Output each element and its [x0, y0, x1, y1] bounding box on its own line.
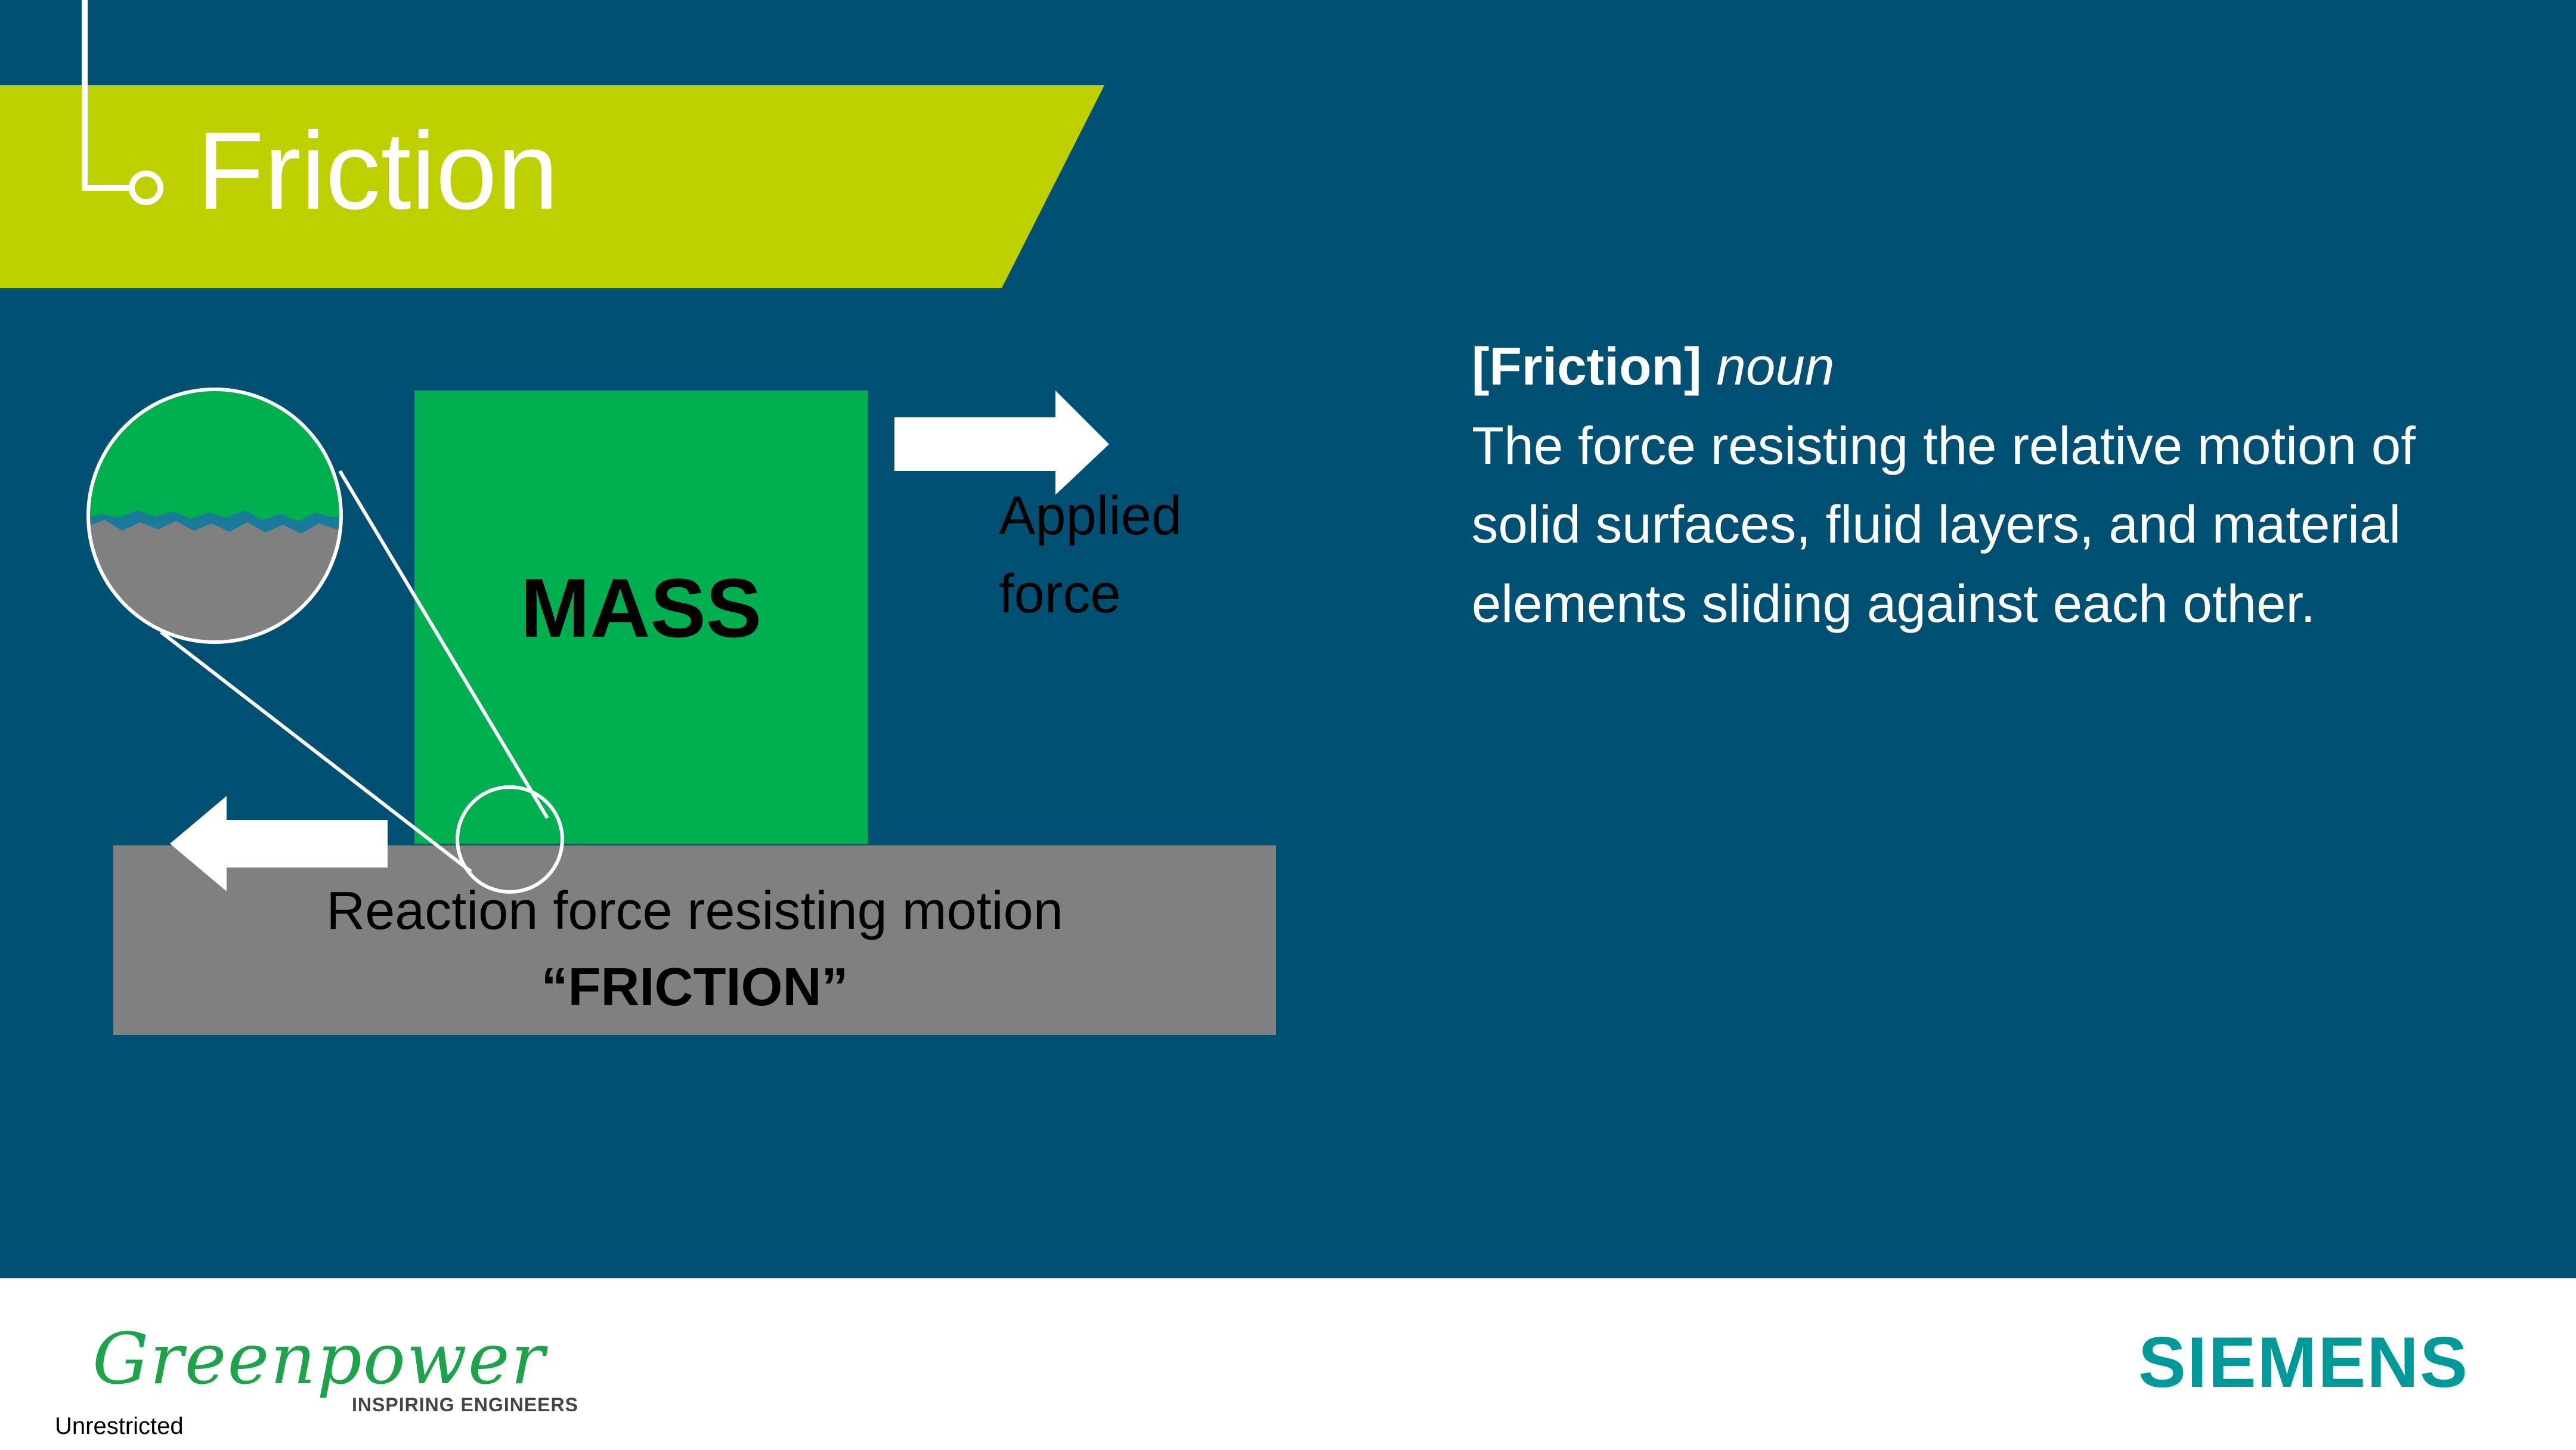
reaction-force-label: Reaction force resisting motion “FRICTIO… — [113, 873, 1276, 1026]
applied-force-label: Applied force — [999, 485, 1182, 624]
friction-force-arrow — [170, 796, 388, 891]
applied-force-arrow — [894, 391, 1109, 495]
greenpower-tagline: INSPIRING ENGINEERS — [352, 1394, 578, 1415]
zoom-target-circle — [456, 785, 564, 894]
definition-text: The force resisting the relative motion … — [1472, 415, 2416, 633]
zoom-lines — [160, 470, 549, 873]
magnified-surface-circle — [88, 389, 341, 642]
siemens-logo: SIEMENS — [2138, 1322, 2469, 1402]
footer — [0, 1278, 2576, 1450]
slide-title: Friction — [197, 110, 559, 233]
ground-surface — [113, 845, 1276, 1035]
title-band — [0, 85, 1104, 288]
classification-label: Unrestricted — [55, 1413, 184, 1439]
definition-term: [Friction] — [1472, 336, 1702, 396]
reaction-force-text: Reaction force resisting motion — [326, 881, 1063, 941]
mass-block — [414, 391, 868, 844]
greenpower-logo: Greenpower — [92, 1318, 546, 1400]
definition-heading: [Friction] noun — [1472, 327, 2515, 406]
definition-part-of-speech: noun — [1716, 336, 1835, 396]
definition-block: [Friction] noun The force resisting the … — [1472, 327, 2515, 643]
mass-label: MASS — [520, 561, 762, 655]
friction-emphasis-text: “FRICTION” — [541, 957, 849, 1017]
